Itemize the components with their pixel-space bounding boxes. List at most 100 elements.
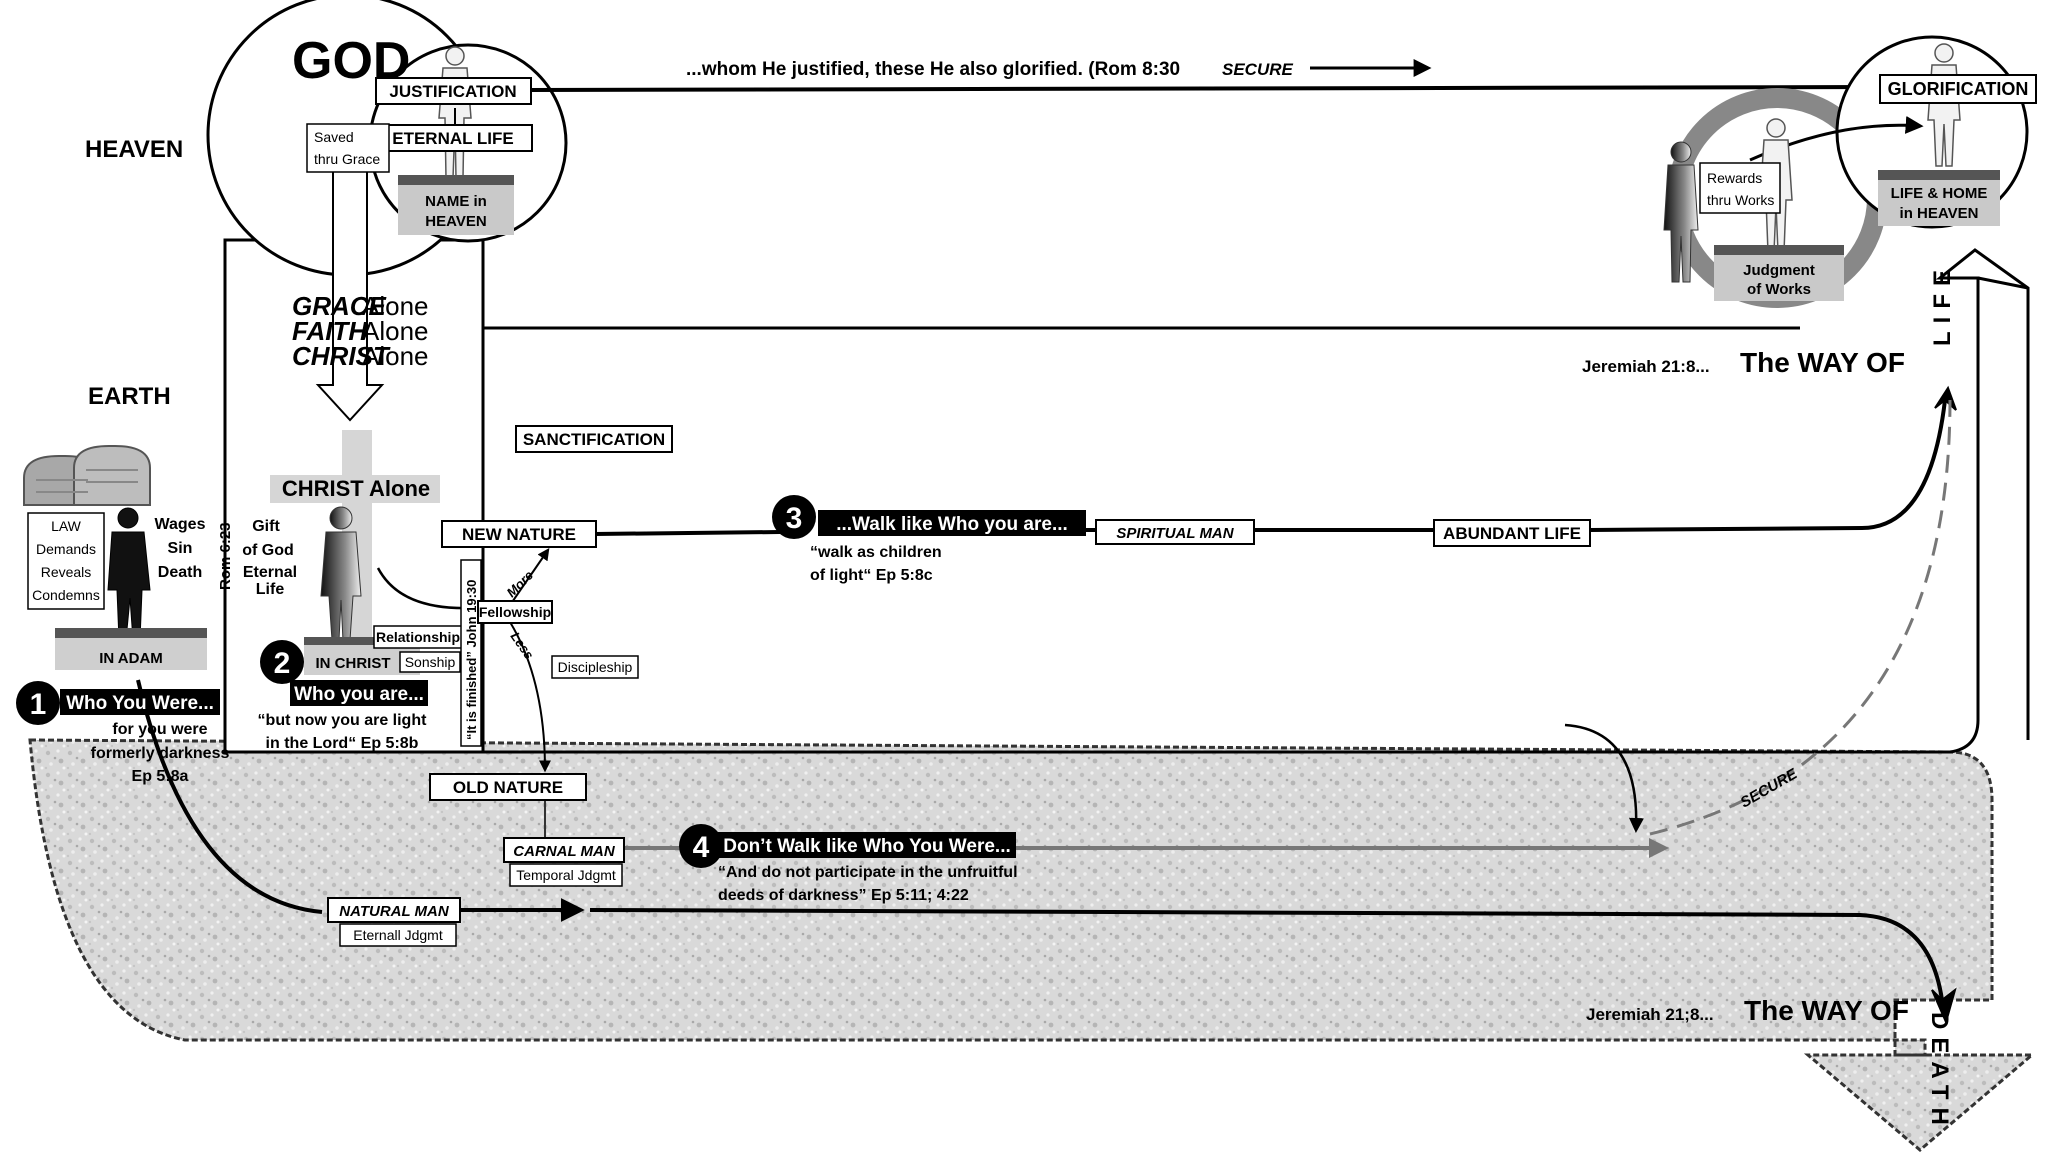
natural-man-box: [327, 897, 461, 923]
earth-label: EARTH: [88, 383, 171, 410]
faith-word: FAITH: [292, 316, 368, 346]
step-2-line1: “but now you are light: [258, 712, 428, 729]
name-heaven-line2: HEAVEN: [425, 213, 486, 230]
step-1-title: Who You Were...: [66, 693, 214, 714]
adam-figure: [107, 507, 151, 641]
way-of-death-arrowhead: [1931, 987, 1957, 1025]
step-1-number: 1: [30, 688, 47, 721]
christ-figure: [320, 506, 362, 641]
spiritual-man-box: [1095, 519, 1255, 545]
way-of-death-band: [28, 738, 2037, 1152]
law-line1: LAW: [51, 518, 82, 534]
step-1-line2: formerly darkness: [91, 745, 230, 762]
way-of-life-label: The WAY OF: [1740, 347, 1905, 378]
step-1-line1: for you were: [112, 721, 207, 738]
way-of-death-label: The WAY OF: [1744, 995, 1909, 1026]
justification-glorification-arrow: [529, 75, 1883, 100]
law-box: [27, 512, 105, 610]
faith-alone: Alone: [362, 316, 429, 346]
sanctification-box: [515, 425, 673, 453]
finished-box: [460, 559, 482, 747]
christ-word: CHRIST: [292, 341, 391, 371]
eternal-jdgmt-label: Eternall Jdgmt: [353, 927, 443, 943]
step-1-badge: [16, 681, 60, 725]
name-heaven-line1: NAME in: [425, 193, 487, 210]
step-3-number: 3: [786, 502, 803, 535]
carnal-man-box: [503, 837, 625, 863]
adam-to-natural-path: [136, 679, 323, 914]
carnal-man-label: CARNAL MAN: [513, 843, 616, 860]
saved-line2: thru Grace: [314, 151, 380, 167]
name-in-heaven-pedestal: [398, 175, 514, 235]
gift-line2: of God: [242, 542, 294, 559]
grace-faith-christ-alone: GRACE Alone FAITH Alone CHRIST Alone: [292, 291, 429, 371]
step-1-title-bar: [60, 689, 220, 715]
secure-top-label: SECURE: [1222, 60, 1294, 79]
step-4-badge: [679, 824, 723, 868]
way-of-death-path: [589, 908, 1944, 1001]
more-label: More: [504, 568, 537, 601]
discipleship-label: Discipleship: [558, 659, 633, 675]
heaven-label: HEAVEN: [85, 136, 183, 163]
saved-box: [306, 123, 390, 173]
fellowship-label: Fellowship: [479, 604, 551, 620]
romans-quote: ...whom He justified, these He also glor…: [686, 59, 1180, 80]
in-adam-label: IN ADAM: [99, 650, 163, 667]
eternal-life-box: [373, 124, 533, 152]
step-2-title: Who you are...: [294, 684, 424, 705]
judgment-pedestal: [1714, 245, 1844, 301]
gift-line1: Gift: [252, 518, 280, 535]
carnal-curve-arrow: [1564, 723, 1644, 833]
wages-line2: Sin: [168, 540, 193, 557]
wages-line1: Wages: [155, 516, 206, 533]
abundant-life-label: ABUNDANT LIFE: [1443, 524, 1581, 543]
old-nature-label: OLD NATURE: [453, 778, 563, 797]
in-adam-pedestal: [55, 628, 207, 670]
gift-line3: Eternal: [243, 564, 297, 581]
rewards-box: [1699, 162, 1781, 214]
step-4-line1: “And do not participate in the unfruitfu…: [718, 864, 1018, 881]
way-of-life-outline: [225, 248, 2030, 754]
discipleship-box: [551, 655, 639, 679]
jer-death-ref: Jeremiah 21;8...: [1586, 1005, 1714, 1024]
justification-box: [375, 77, 532, 105]
step-3-line1: “walk as children: [810, 544, 942, 561]
temporal-jdgmt-label: Temporal Jdgmt: [516, 867, 616, 883]
step-3: 3 ...Walk like Who you are... “walk as c…: [772, 495, 1086, 584]
law-line3: Reveals: [41, 564, 92, 580]
sanctification-label: SANCTIFICATION: [523, 430, 665, 449]
life-home-line2: in HEAVEN: [1900, 205, 1979, 222]
eternal-jdgmt-box: [339, 923, 457, 947]
step-4: 4 Don’t Walk like Who You Were... “And d…: [679, 824, 1018, 904]
secure-dashed-path: [1649, 399, 1952, 836]
step-4-number: 4: [693, 831, 710, 864]
step-4-title: Don’t Walk like Who You Were...: [723, 836, 1011, 857]
saved-line1: Saved: [314, 129, 354, 145]
rom623-label: Rom 6:23: [217, 522, 234, 590]
christ-alone-label: CHRIST Alone: [282, 476, 430, 501]
rewards-line1: Rewards: [1707, 170, 1762, 186]
step-2-badge: [260, 640, 304, 684]
step-2-title-bar: [290, 680, 428, 706]
fellowship-box: [477, 600, 553, 624]
step-3-badge: [772, 495, 816, 539]
step-2-line2: in the Lord“ Ep 5:8b: [266, 735, 419, 752]
step-4-line2: deeds of darkness” Ep 5:11; 4:22: [718, 887, 969, 904]
sonship-box: [399, 651, 461, 673]
new-nature-label: NEW NATURE: [462, 525, 576, 544]
justification-label: JUSTIFICATION: [389, 82, 516, 101]
less-label: Less: [508, 629, 537, 662]
law-line2: Demands: [36, 541, 96, 557]
more-arrow: [507, 548, 550, 609]
life-home-pedestal: [1878, 170, 2000, 226]
judgment-line1: Judgment: [1743, 262, 1815, 279]
sonship-label: Sonship: [405, 654, 456, 670]
less-arrow: [509, 621, 551, 773]
glorification-label: GLORIFICATION: [1888, 79, 2029, 99]
step-1-line3: Ep 5:8a: [132, 768, 189, 785]
judgment-line2: of Works: [1747, 281, 1811, 298]
temporal-jdgmt-box: [509, 863, 623, 887]
abundant-life-box: [1433, 519, 1591, 547]
wages-line3: Death: [158, 564, 202, 581]
